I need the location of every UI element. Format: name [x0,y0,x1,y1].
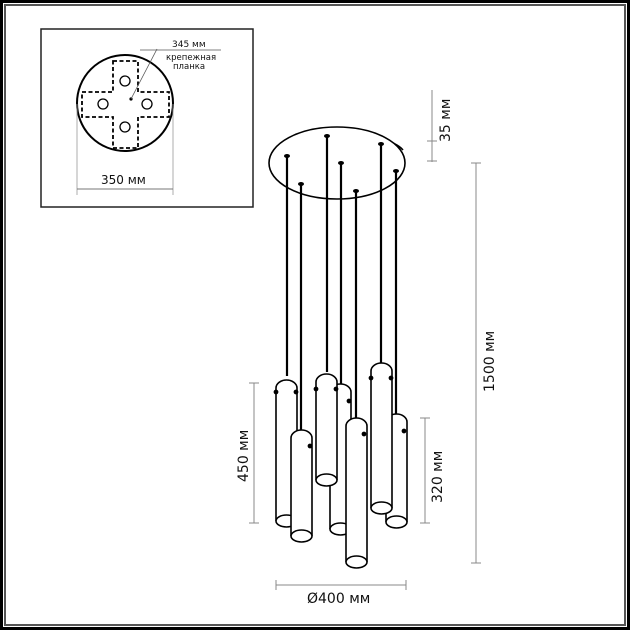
canopy-height-dimension: 35 мм [427,90,454,162]
inset-box [40,28,254,208]
short-tube-dimension: 320 мм [420,417,446,524]
mounting-bracket-cross [81,60,170,149]
overall-diameter-dimension: Ø400 мм [275,580,407,607]
screw-hole-top [119,75,131,87]
short-tube-label: 320 мм [430,451,446,503]
tube-6 [368,362,394,515]
screw-hole-right [141,98,153,110]
canopy-top-circle [76,54,174,152]
canopy-height-label: 35 мм [438,99,454,142]
canopy-diameter-label: 350 мм [101,173,146,187]
total-height-label: 1500 мм [482,331,498,392]
long-tube-dimension: 450 мм [236,382,259,524]
screw-hole-bottom [119,121,131,133]
canopy [268,126,406,200]
bracket-label-line1: крепежная [166,53,216,63]
tube-3 [313,373,339,487]
total-height-dimension: 1500 мм [471,162,498,564]
canopy-base [268,126,406,200]
pendant-tubes [273,362,408,569]
inset-top-view: 345 мм крепежная планка 350 мм [40,28,254,208]
suspension-cords [285,136,398,430]
screw-hole-left [97,98,109,110]
tube-5 [345,417,368,569]
bracket-label-line2: планка [173,62,205,72]
overall-diameter-label: Ø400 мм [307,591,370,607]
tube-2 [290,429,313,543]
inner-frame [4,4,626,626]
long-tube-label: 450 мм [236,430,252,482]
mount-plate-size-label: 345 мм [172,40,206,50]
leader-line [130,48,158,100]
cord-anchors [284,134,399,193]
